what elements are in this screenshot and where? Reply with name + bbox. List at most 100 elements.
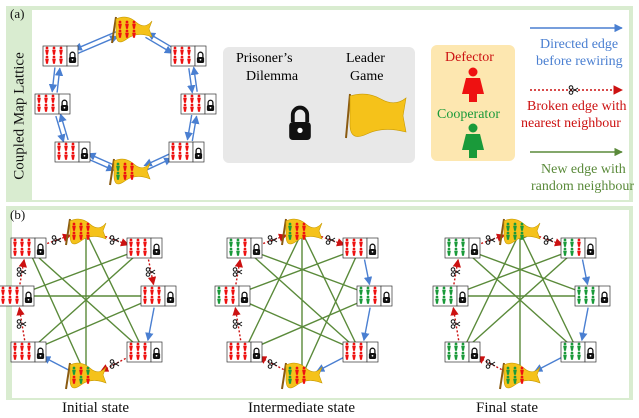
agent-head [136,351,140,355]
directed-edge [55,115,66,143]
agent-head [243,342,247,346]
agent-body [59,58,63,64]
agent-body [359,250,363,256]
agent-body [243,345,247,351]
agent-head [577,238,581,242]
agent-body [13,250,17,256]
agent-body [125,32,129,38]
scissors-blade [454,321,461,326]
agent-body [118,23,122,29]
scissors-loop [485,240,491,245]
agent-body [570,354,574,360]
agent-head [190,94,194,98]
network-node [65,362,107,390]
scissors-blade [271,361,278,366]
scissors-blade [149,269,156,274]
network-node [432,285,469,307]
network-node [226,341,263,363]
agent-head [447,342,451,346]
agent-body [132,23,136,29]
scissors-loop [51,240,57,245]
legend-broken-1: Broken edge with [527,99,627,114]
agent-body [57,145,61,151]
agent-body [171,154,175,160]
agent-body [8,289,12,295]
agent-head [118,29,122,33]
lattice-node [168,141,205,163]
agent-head [20,247,24,251]
directed-edge [579,307,589,342]
agent-body [366,298,370,304]
agent-head [20,238,24,242]
agent-head [461,238,465,242]
agent-head [59,46,63,50]
directed-edge [191,115,200,142]
lock-shackle [153,347,160,353]
agent-head [27,238,31,242]
agent-head [577,247,581,251]
network-node [126,341,163,363]
agent-head [178,151,182,155]
agent-head [302,375,306,379]
node-lock-frame [468,341,481,363]
scissors-icon [267,359,278,369]
agent-head [513,222,517,226]
defector-label: Defector [445,50,494,65]
scissors-blade [454,269,461,274]
new-edge [519,231,579,353]
agent-body [64,145,68,151]
network-node [10,341,47,363]
agent-head [45,55,49,59]
flag-pole [111,16,117,44]
directed-edge [75,35,119,55]
agent-body [373,298,377,304]
agent-body [461,241,465,247]
new-edge [449,247,579,298]
pd-title-line2: Dilemma [246,69,299,84]
agent-head [449,295,453,299]
agent-head [27,342,31,346]
agent-body [13,345,17,351]
agent-body [359,354,363,360]
agent-body [563,250,567,256]
network-node [342,237,379,259]
agent-head [243,247,247,251]
directed-edge [581,259,591,286]
agent-body [577,298,581,304]
node-lock-frame [456,285,469,307]
agent-head [366,295,370,299]
agent-body [129,250,133,256]
agent-head [125,20,129,24]
agent-body [461,250,465,256]
agent-head [229,342,233,346]
agent-body [143,345,147,351]
scissors-loop [109,359,115,364]
agent-body [180,58,184,64]
scissors-blade [489,361,496,366]
agent-body [125,23,129,29]
agent-head [52,55,56,59]
agent-head [8,286,12,290]
agent-head [359,295,363,299]
agent-body [143,250,147,256]
scissors-loop [325,240,331,245]
agent-head [129,342,133,346]
node-lock-frame [34,237,47,259]
agent-head [563,351,567,355]
node-lock-frame [164,285,177,307]
lock-keyhole [473,250,476,253]
agent-head [116,162,120,166]
agent-head [20,342,24,346]
agent-head [359,247,363,251]
broken-edge [43,233,72,246]
agent-head [302,222,306,226]
agent-head [180,55,184,59]
agent-head [577,295,581,299]
agent-head [150,286,154,290]
network-node [281,362,323,390]
agent-body [577,345,581,351]
agent-body [520,378,524,384]
directed-edge [48,67,58,93]
lock-keyhole [199,58,202,61]
agent-head [506,366,510,370]
